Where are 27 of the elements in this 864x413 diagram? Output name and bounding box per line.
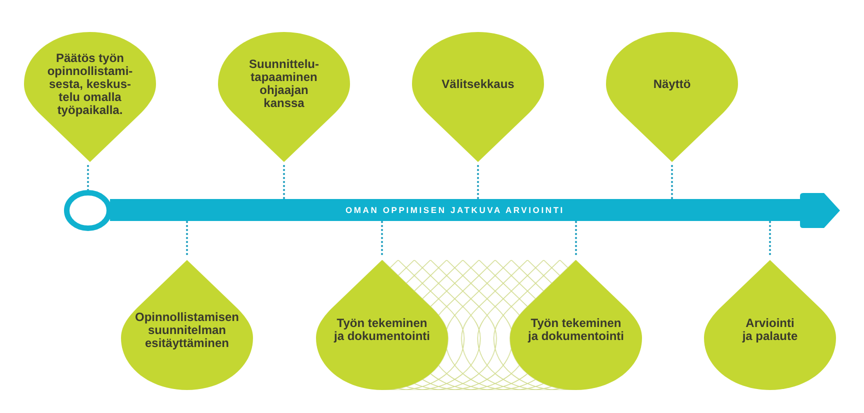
dotted-connector [671, 165, 673, 199]
milestone-text: Näyttö [653, 78, 691, 90]
milestone-drop [606, 32, 738, 162]
milestone-text: Päätös työn opinnollistami- sesta, keskus- telu omalla työpaikalla. [46, 52, 134, 116]
dotted-connector [477, 165, 479, 199]
milestone-drop [121, 260, 253, 390]
dotted-connector [283, 165, 285, 199]
milestone-drop [218, 32, 350, 162]
timeline-arrow [110, 192, 842, 229]
milestone-text: Välitsekkaus [442, 78, 514, 90]
dotted-connector [769, 221, 771, 257]
milestone-drop [704, 260, 836, 390]
dotted-connector [575, 221, 577, 257]
milestone-text: Opinnollistamisen suunnitelman esitäyttäminen [134, 310, 240, 350]
milestone-text: Työn tekeminen ja dokumentointi [526, 317, 625, 343]
milestone-drop [412, 32, 544, 162]
milestone-drop [24, 32, 156, 162]
milestone-drop [316, 260, 448, 390]
milestone-text: Arviointi ja palaute [741, 317, 799, 343]
timeline-start-ring [64, 190, 112, 231]
dotted-connector [381, 221, 383, 257]
dotted-connector [87, 165, 89, 190]
milestone-text: Suunnittelu- tapaaminen ohjaajan kanssa [248, 58, 320, 110]
milestone-drop [510, 260, 642, 390]
timeline-label: OMAN OPPIMISEN JATKUVA ARVIOINTI [346, 205, 564, 215]
dotted-connector [186, 221, 188, 257]
milestone-text: Työn tekeminen ja dokumentointi [332, 317, 431, 343]
